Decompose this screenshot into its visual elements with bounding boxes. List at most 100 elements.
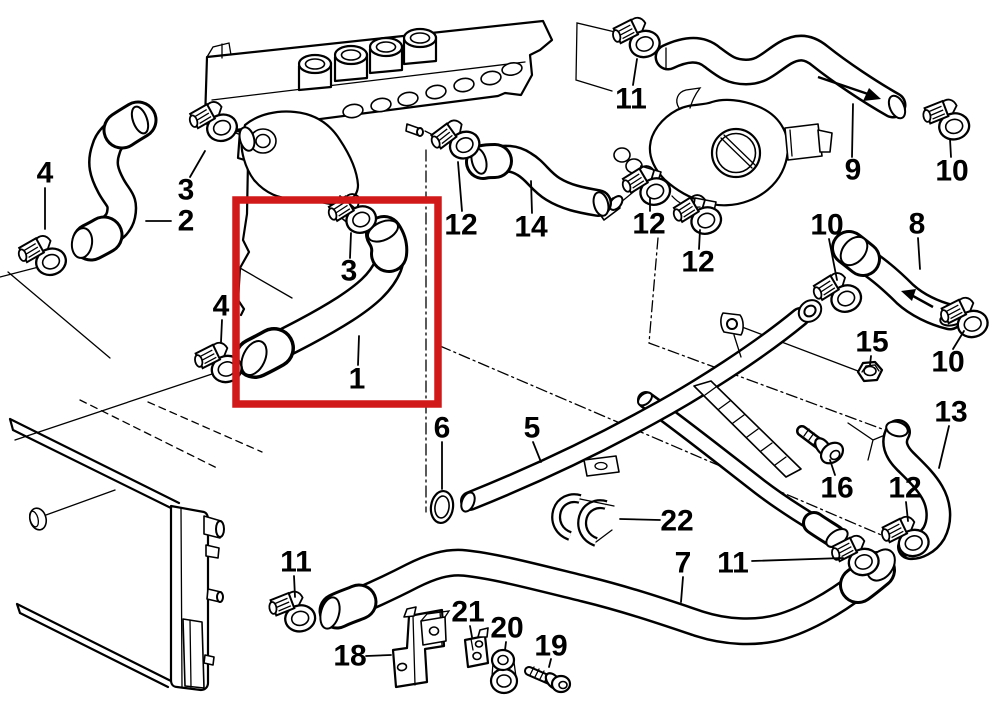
hose-9: [666, 48, 908, 120]
thermostat-cap-inner: [255, 133, 271, 149]
part-label-3: 3: [341, 232, 358, 288]
part-number-text: 3: [341, 255, 358, 288]
pipe-tab-hole: [726, 318, 738, 330]
mounting-strip-hatch: [704, 386, 787, 466]
part-label-8: 8: [909, 208, 926, 270]
reference-line-dashed: [147, 401, 263, 453]
part-number-text: 11: [717, 547, 749, 580]
pipe-bracket-slot: [594, 461, 608, 471]
small-parts: [391, 360, 884, 695]
part-label-13: 13: [934, 396, 968, 469]
part-label-21: 21: [451, 596, 485, 638]
hoses: [70, 48, 967, 631]
leader-line: [504, 641, 507, 651]
water-pipe-assembly: [459, 299, 898, 548]
part-label-20: 20: [490, 612, 524, 651]
part-label-9: 9: [845, 103, 861, 187]
radiator: [8, 417, 225, 692]
hose-1: [234, 215, 409, 379]
part-label-11: 11: [615, 58, 647, 116]
part-number-text: 10: [810, 209, 843, 242]
stud-end: [416, 127, 424, 137]
pipe-b-opening: [637, 391, 653, 407]
hose-2: [70, 100, 158, 262]
pipe-bracket-tab: [583, 455, 620, 477]
drain-plug-face: [28, 510, 40, 528]
part-label-16: 16: [820, 459, 854, 505]
part-label-11: 11: [717, 547, 844, 580]
leader-line: [698, 229, 701, 250]
clamp-11-bottom-left: [266, 587, 319, 638]
hose-clamps: [14, 12, 992, 638]
leader-line: [952, 330, 965, 350]
clamp-4-upper: [14, 229, 71, 285]
thermostat-housing: [240, 110, 360, 206]
radiator-lower-fitting: [182, 618, 205, 689]
part-label-4: 4: [213, 290, 230, 343]
part-number-text: 5: [524, 412, 541, 445]
radiator-top-frame: [8, 417, 181, 512]
pipe-a-opening: [460, 491, 476, 513]
part-number-text: 11: [615, 83, 647, 116]
centerline-throttle-to-hose13: [648, 237, 894, 434]
leader-line: [548, 658, 552, 668]
part-number-text: 21: [451, 596, 484, 629]
leader-line: [469, 625, 473, 638]
hose-9-flow-arrow: [817, 75, 881, 101]
part-number-text: 11: [280, 546, 312, 579]
part-label-14: 14: [514, 180, 548, 244]
leader-line: [905, 501, 909, 522]
part-label-10: 10: [931, 330, 965, 379]
part-number-text: 4: [37, 157, 54, 190]
head-left-detail: [206, 42, 232, 59]
throttle-plate: [720, 134, 756, 169]
radiator-lower-seam: [189, 619, 192, 688]
reference-line: [14, 371, 219, 441]
leader-line: [220, 319, 223, 343]
reference-line: [7, 271, 111, 359]
part-label-12: 12: [632, 197, 666, 241]
part-label-19: 19: [534, 630, 568, 668]
part-number-text: 7: [675, 547, 692, 580]
hose-14: [465, 143, 611, 218]
leader-line: [917, 237, 921, 270]
part-label-5: 5: [524, 412, 542, 463]
mounting-strip: [693, 380, 802, 478]
part-number-text: 1: [349, 363, 366, 396]
leader-line-engine: [239, 267, 293, 299]
part-number-text: 18: [333, 640, 366, 673]
callout-bracket-clamp11: [575, 22, 633, 92]
leader-line: [619, 518, 661, 521]
part-label-15: 15: [855, 326, 889, 366]
part-number-text: 15: [855, 326, 888, 359]
part-label-10: 10: [935, 138, 969, 188]
part-label-10: 10: [810, 209, 844, 281]
part-label-22: 22: [619, 505, 694, 538]
part-label-1: 1: [349, 335, 366, 396]
leader-line: [293, 575, 296, 598]
centerline-hose1-to-pipe: [439, 345, 894, 541]
radiator-stud-end: [216, 591, 224, 603]
pipe-stub-opening: [608, 195, 624, 211]
radiator-tank-seam: [180, 507, 183, 689]
intake-ports: [342, 62, 523, 119]
leader-line: [357, 335, 360, 366]
connector-plug: [817, 129, 833, 153]
part-number-text: 3: [178, 174, 195, 207]
part-number-text: 8: [909, 208, 926, 241]
leader-line: [869, 355, 872, 366]
part-number-text: 16: [820, 472, 853, 505]
part-number-text: 22: [660, 505, 693, 538]
leader-line: [532, 441, 542, 463]
engine-cylinder-head: [203, 19, 554, 317]
leader-line: [530, 180, 533, 214]
clip-21: [463, 627, 490, 669]
part-number-text: 10: [931, 346, 964, 379]
leader-line: [751, 557, 844, 562]
part-label-7: 7: [675, 547, 692, 603]
hose-7: [318, 548, 896, 631]
part-number-text: 6: [434, 412, 451, 445]
radiator-neck-opening: [215, 520, 225, 538]
